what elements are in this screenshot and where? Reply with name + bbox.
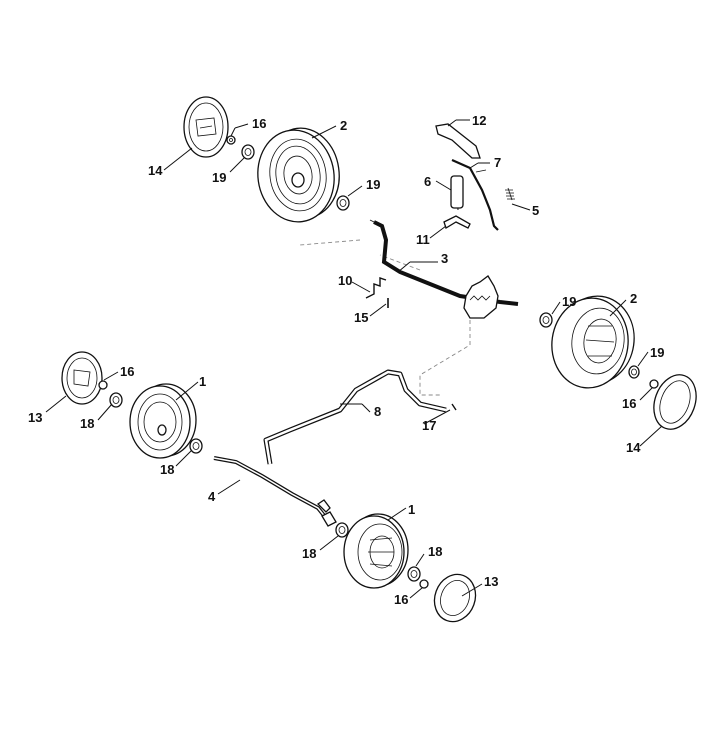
callout-17: 17 — [422, 418, 436, 433]
bearing-18-left-inner — [189, 438, 203, 454]
wheel-2-right — [551, 295, 635, 389]
callout-12: 12 — [472, 113, 486, 128]
assembly-guides — [299, 239, 471, 396]
bearing-19-right-outer — [628, 365, 640, 379]
callout-19-upper-right: 19 — [366, 177, 380, 192]
callout-6: 6 — [424, 174, 431, 189]
bearing-18-bottom-inner — [335, 522, 349, 538]
callout-19-right-outer: 19 — [650, 345, 664, 360]
callout-19-upper-left: 19 — [212, 170, 226, 185]
callout-18-bottom-inner: 18 — [302, 546, 316, 561]
hubcap-14-right — [653, 374, 697, 430]
callout-16-upper: 16 — [252, 116, 266, 131]
wheel-2-upper — [257, 127, 340, 223]
clip-17 — [451, 403, 457, 411]
bearing-19-upper-left — [241, 144, 255, 160]
callout-14-right: 14 — [626, 440, 641, 455]
bearing-18-left-outer — [109, 392, 123, 408]
linkage-rod-8 — [263, 369, 447, 465]
callout-5: 5 — [532, 203, 539, 218]
bearing-18-bottom-outer — [407, 566, 421, 582]
washer-16-upper — [226, 135, 236, 145]
spring-clip-10 — [365, 277, 387, 299]
callout-16-bottom: 16 — [394, 592, 408, 607]
hubcap-14-upper — [183, 96, 229, 158]
callout-2-right: 2 — [630, 291, 637, 306]
callout-18-left-outer: 18 — [80, 416, 94, 431]
callout-16-left: 16 — [120, 364, 134, 379]
wheel-1-bottom — [343, 513, 409, 589]
callout-4: 4 — [208, 489, 216, 504]
bracket-11 — [443, 215, 471, 229]
callout-18-bottom-outer: 18 — [428, 544, 442, 559]
callout-7: 7 — [494, 155, 501, 170]
callout-18-left-inner: 18 — [160, 462, 174, 477]
callout-11: 11 — [416, 232, 430, 247]
bearing-19-upper-right — [336, 195, 350, 211]
callout-13-bottom: 13 — [484, 574, 498, 589]
bearing-19-right-rear — [539, 312, 553, 328]
callout-3: 3 — [441, 251, 448, 266]
callout-19-right-rear: 19 — [562, 294, 576, 309]
washer-16-left — [98, 380, 108, 390]
spring-5 — [505, 187, 515, 201]
callout-labels: 12 7 6 5 11 3 10 15 14 16 19 2 19 19 2 1… — [28, 113, 664, 607]
hubcap-13-bottom — [433, 573, 477, 623]
hubcap-13-left — [61, 351, 103, 405]
wheel-1-left — [129, 383, 197, 459]
callout-8: 8 — [374, 404, 381, 419]
lever-grip-12 — [435, 123, 481, 159]
washer-16-bottom — [419, 579, 429, 589]
callout-13-left: 13 — [28, 410, 42, 425]
callout-1-bottom: 1 — [408, 502, 415, 517]
ratchet-segment — [463, 275, 499, 319]
callout-16-right: 16 — [622, 396, 636, 411]
front-axle-4 — [213, 456, 337, 527]
leader-lines — [45, 119, 663, 599]
lever-rod-7 — [451, 158, 499, 231]
callout-2-upper: 2 — [340, 118, 347, 133]
callout-10: 10 — [338, 273, 352, 288]
spring-6 — [450, 175, 464, 211]
callout-15: 15 — [354, 310, 368, 325]
washer-16-right — [649, 379, 659, 389]
callout-14-upper: 14 — [148, 163, 163, 178]
callout-1-left: 1 — [199, 374, 206, 389]
